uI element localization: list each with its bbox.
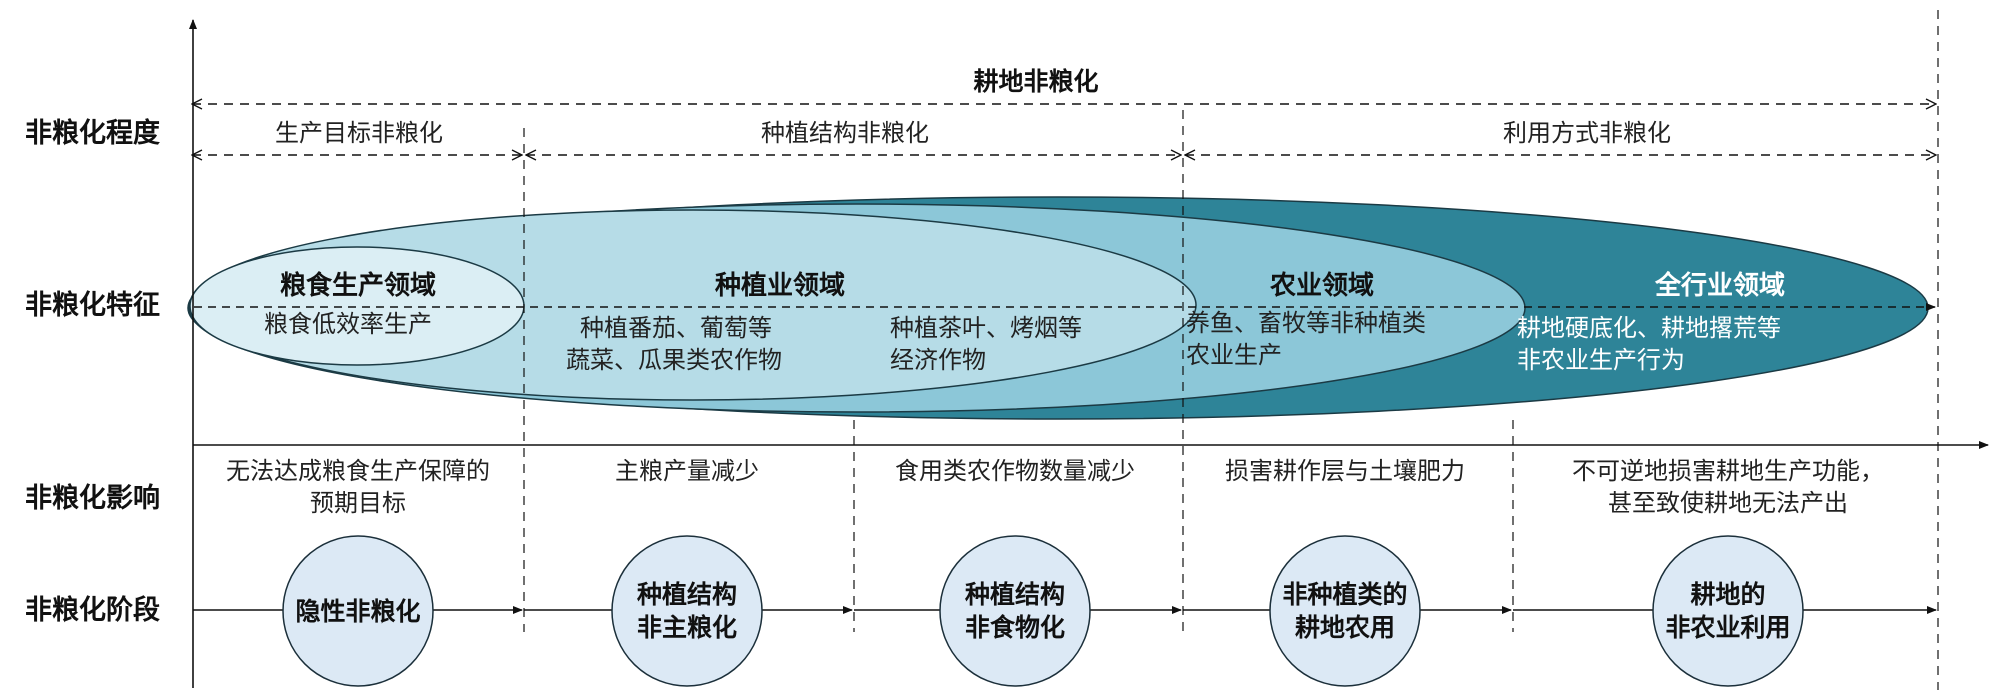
domain-desc: 非农业生产行为 <box>1517 346 1685 374</box>
row-label-degree: 非粮化程度 <box>25 117 160 149</box>
impact-text: 预期目标 <box>310 489 406 517</box>
impact-text: 不可逆地损害耕地生产功能， <box>1572 457 1884 485</box>
stage-label: 隐性非粮化 <box>295 597 420 626</box>
stage-label: 非食物化 <box>965 613 1065 642</box>
degree-range-label: 种植结构非粮化 <box>761 119 929 147</box>
row-label-feature: 非粮化特征 <box>25 289 160 321</box>
stage-nodes <box>282 535 1804 687</box>
domain-title: 粮食生产领域 <box>280 270 436 301</box>
stage-label: 耕地农用 <box>1295 613 1395 642</box>
stage-circle <box>939 535 1091 687</box>
divider-lines <box>523 10 1939 690</box>
stage-label: 非主粮化 <box>637 613 737 642</box>
stage-label: 种植结构 <box>965 580 1065 609</box>
domain-title: 农业领域 <box>1269 270 1374 301</box>
domain-desc: 农业生产 <box>1186 341 1282 369</box>
domain-title: 种植业领域 <box>715 270 845 301</box>
stage-label: 非农业利用 <box>1665 613 1790 642</box>
stage-circle <box>1269 535 1421 687</box>
row-label-impact: 非粮化影响 <box>25 482 160 514</box>
domain-desc: 经济作物 <box>890 346 986 374</box>
impact-text: 食用类农作物数量减少 <box>895 457 1135 485</box>
degree-range-label: 生产目标非粮化 <box>275 119 443 147</box>
domain-desc: 蔬菜、瓜果类农作物 <box>566 346 782 374</box>
impact-text: 无法达成粮食生产保障的 <box>226 457 490 485</box>
stage-label: 耕地的 <box>1690 580 1765 609</box>
stage-label: 种植结构 <box>637 580 737 609</box>
impact-text: 主粮产量减少 <box>615 457 759 485</box>
domain-desc: 养鱼、畜牧等非种植类 <box>1186 309 1426 337</box>
stage-circle <box>611 535 763 687</box>
degree-overall-label: 耕地非粮化 <box>973 67 1098 96</box>
degree-range-label: 利用方式非粮化 <box>1503 119 1671 147</box>
ellipse-grain <box>189 246 525 366</box>
row-label-stage: 非粮化阶段 <box>25 594 160 626</box>
domain-title: 全行业领域 <box>1654 270 1785 301</box>
domain-desc: 种植茶叶、烤烟等 <box>890 314 1082 342</box>
impact-text: 甚至致使耕地无法产出 <box>1608 489 1848 517</box>
stage-circle <box>1652 535 1804 687</box>
stage-label: 非种植类的 <box>1282 580 1407 609</box>
domain-desc: 粮食低效率生产 <box>264 310 432 338</box>
impact-text: 损害耕作层与土壤肥力 <box>1225 457 1465 485</box>
domain-desc: 种植番茄、葡萄等 <box>580 314 772 342</box>
stage-circle <box>282 535 434 687</box>
domain-desc: 耕地硬底化、耕地撂荒等 <box>1517 314 1781 342</box>
domain-ellipses <box>187 196 1929 420</box>
